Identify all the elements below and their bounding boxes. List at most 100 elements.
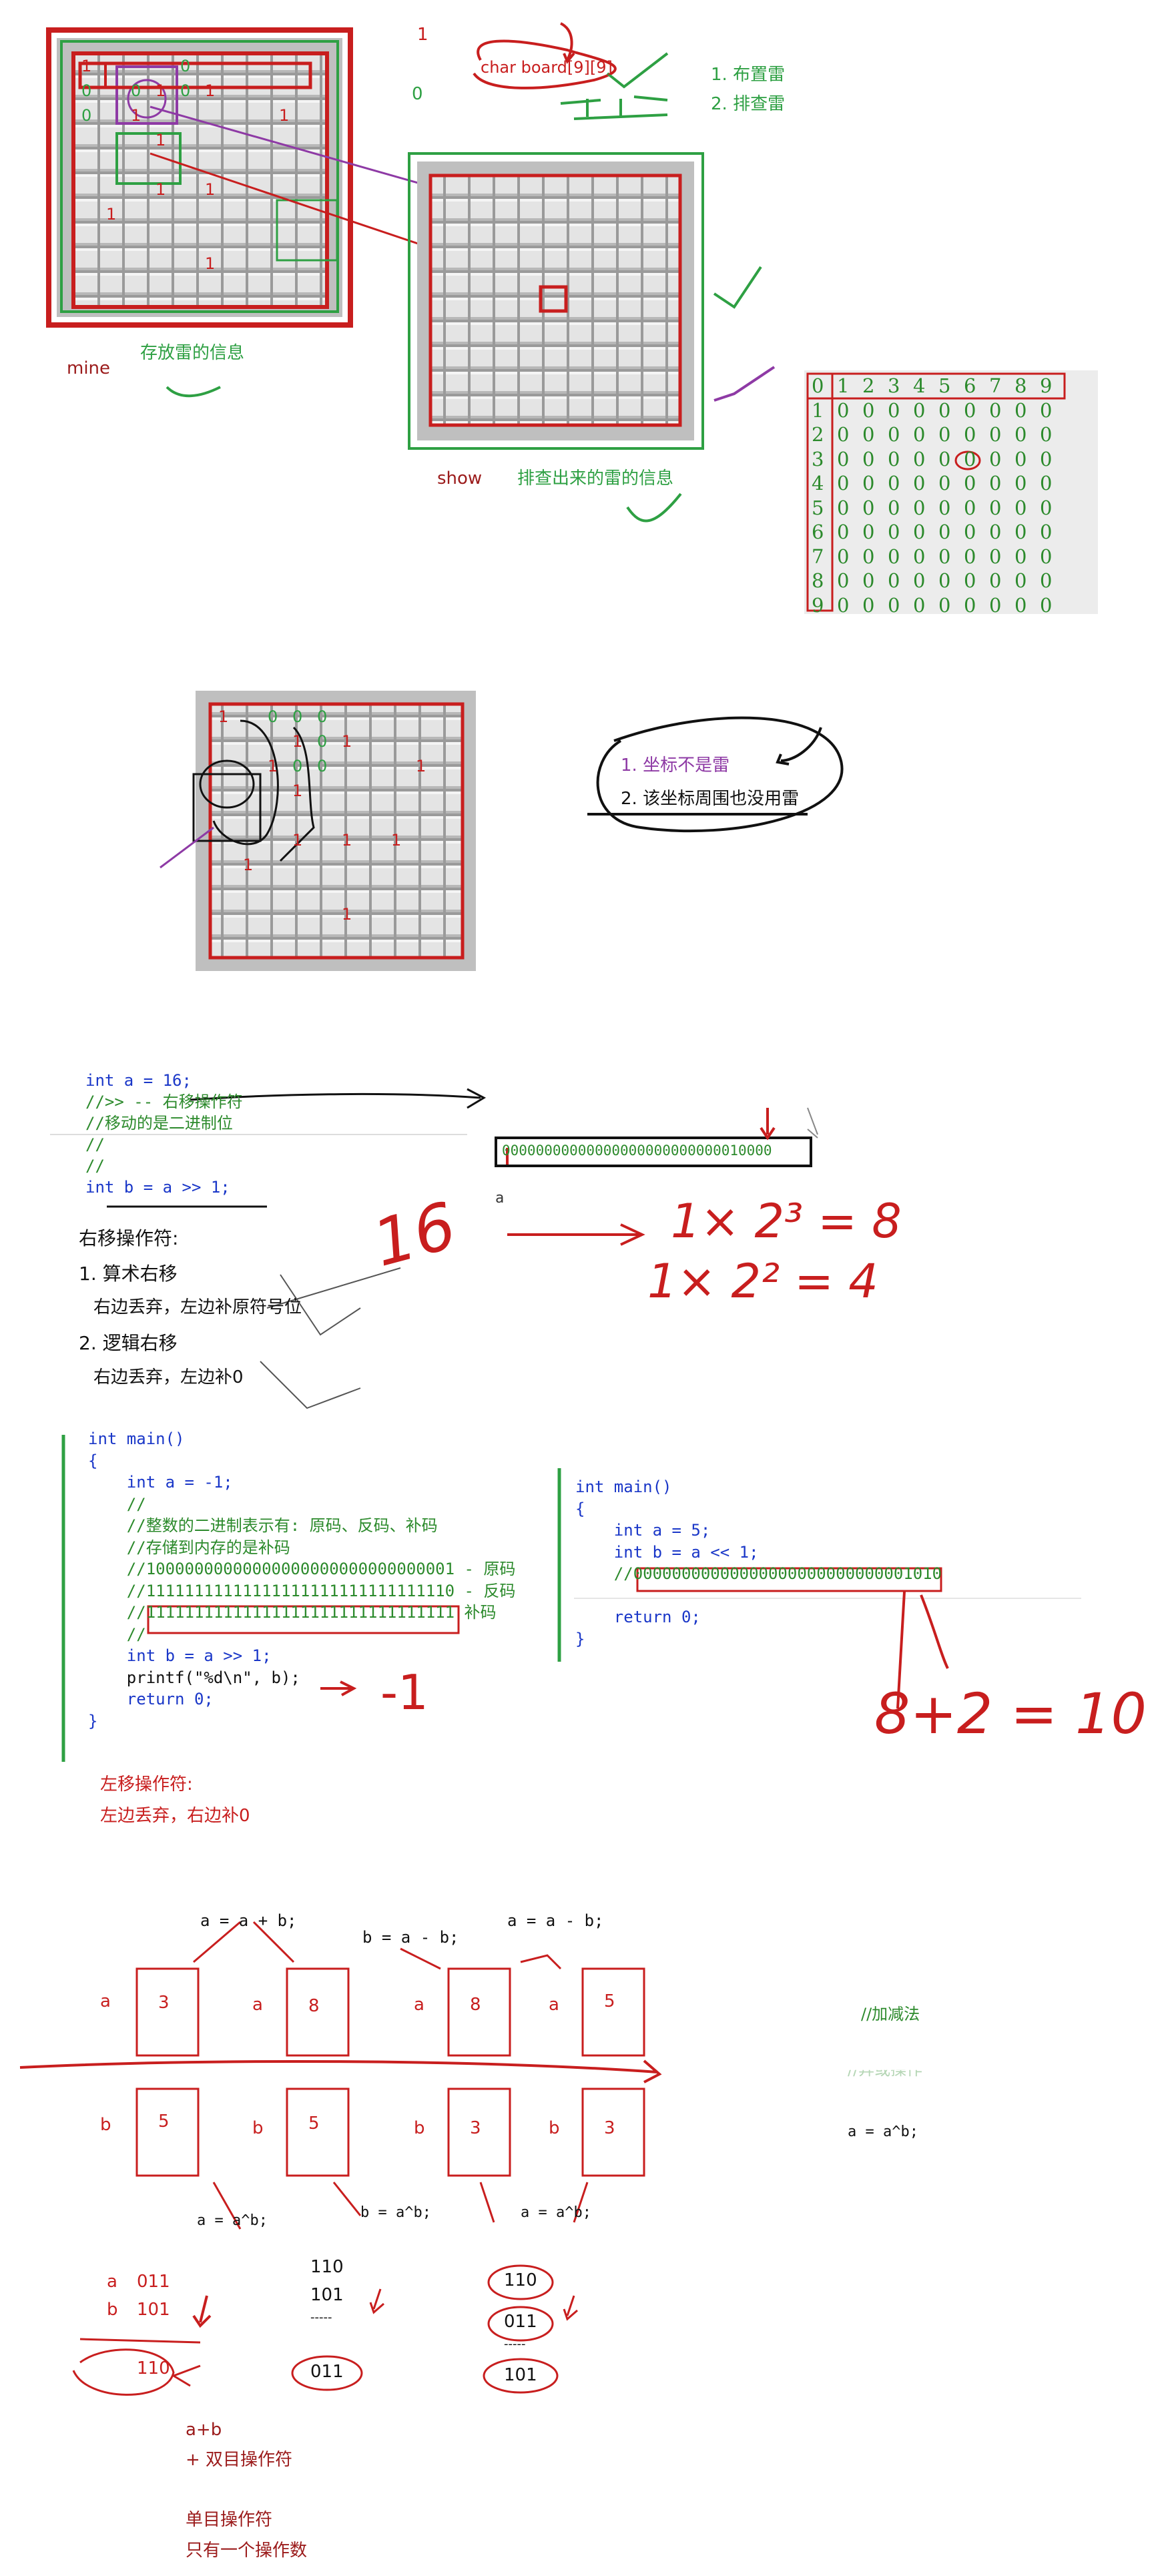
grid-cell: 0 xyxy=(837,496,850,519)
grid-header-cell: 4 xyxy=(913,374,926,397)
code-line: { xyxy=(88,1451,98,1470)
shift-code-line-4: // xyxy=(85,1135,105,1154)
board-cell-value: 1 xyxy=(218,707,229,726)
grid-header-cell: 5 xyxy=(938,374,951,397)
code-line: int main() xyxy=(88,1429,185,1448)
swap-separator-arrow xyxy=(19,2059,662,2083)
grid-cell: 0 xyxy=(913,593,926,617)
xor-circle-3a xyxy=(487,2264,554,2300)
bin-b-label: b xyxy=(107,2300,118,2320)
grid-cell: 0 xyxy=(837,569,850,592)
arrow-to-binary xyxy=(190,1088,487,1109)
swap-b-val-1: 5 xyxy=(158,2112,170,2132)
code-line: //00000000000000000000000000001010 xyxy=(575,1564,942,1583)
board-cell-value: 1 xyxy=(81,57,92,75)
grid-header-cell: 8 xyxy=(1014,374,1027,397)
board2-scribble xyxy=(212,719,279,846)
code-line: int b = a >> 1; xyxy=(88,1646,272,1665)
note-a-plus-b: a+b xyxy=(186,2420,222,2440)
grid-cell: 0 xyxy=(964,545,976,568)
bin-a-value: 011 xyxy=(137,2272,170,2292)
row-label-a-1: a xyxy=(100,1991,111,2011)
mine-desc: 存放雷的信息 xyxy=(140,343,245,363)
grid-cell: 0 xyxy=(837,545,850,568)
pencil-check-1 xyxy=(266,1267,401,1336)
grid-cell: 0 xyxy=(888,545,900,568)
grid-cell: 0 xyxy=(888,398,900,422)
grid-header-cell: 7 xyxy=(989,374,1002,397)
bin-b-value: 101 xyxy=(137,2300,170,2320)
grid-cell: 0 xyxy=(938,472,951,495)
swap-a-val-3: 8 xyxy=(470,1995,481,2015)
xor3-result: 101 xyxy=(504,2365,537,2385)
shift-code: int a = 16; //>> -- 右移操作符 //移动的是二进制位 // … xyxy=(85,1070,243,1198)
grid-header-cell: 1 xyxy=(837,374,850,397)
note-unary-op: 单目操作符 xyxy=(186,2510,273,2530)
xor-step-1: a = a^b; xyxy=(197,2212,268,2229)
binary-arrow-grey xyxy=(807,1107,818,1139)
mine-highlight-purple xyxy=(115,65,178,125)
grid-cell: 0 xyxy=(938,423,951,446)
code-line: int b = a << 1; xyxy=(575,1542,759,1562)
mine-circle xyxy=(127,79,167,119)
board-cell-value: 1 xyxy=(106,205,117,224)
grid-cell: 0 xyxy=(837,593,850,617)
hw-equation-2: 1× 2² = 4 xyxy=(647,1254,878,1309)
code-line: //11111111111111111111111111111111 补码 xyxy=(88,1603,497,1622)
board-cell-value: 1 xyxy=(292,781,303,800)
grid-cell: 0 xyxy=(837,447,850,470)
mine-green-box-2 xyxy=(276,199,338,262)
hw-result-minus-one: -1 xyxy=(380,1664,428,1720)
code-line: int a = -1; xyxy=(88,1473,233,1492)
swap-step-2: b = a - b; xyxy=(362,1928,459,1947)
logic-shift-desc: 右边丢弃，左边补0 xyxy=(93,1367,244,1387)
leftshift-box xyxy=(636,1567,942,1592)
note-binary-op: + 双目操作符 xyxy=(186,2450,293,2470)
bin-result-1: 110 xyxy=(137,2358,170,2378)
grid-cell-circle xyxy=(954,450,981,470)
board-cell-value: 1 xyxy=(205,254,216,273)
grid-cell: 0 xyxy=(913,569,926,592)
grid-cell: 0 xyxy=(964,496,976,519)
grid-cell: 0 xyxy=(888,569,900,592)
swap-bottom-arrows xyxy=(212,2182,589,2230)
grid-cell: 0 xyxy=(989,423,1002,446)
grid-cell: 0 xyxy=(989,496,1002,519)
xor3-dashes: ----- xyxy=(504,2337,526,2351)
code-line: // xyxy=(88,1494,146,1514)
grid-cell: 0 xyxy=(862,496,875,519)
xor-arrow-result xyxy=(173,2364,201,2387)
condition-not-mine: 1. 坐标不是雷 xyxy=(621,755,730,775)
grid-cell: 0 xyxy=(1040,593,1053,617)
code-arrow xyxy=(559,22,575,64)
grid-cell: 0 xyxy=(837,398,850,422)
board-cell-value: 0 xyxy=(180,81,191,100)
binary-a-label: a xyxy=(495,1190,505,1207)
show-desc: 排查出来的雷的信息 xyxy=(517,468,674,489)
row-label-b-1: b xyxy=(100,2115,111,2135)
grid-cell: 0 xyxy=(837,423,850,446)
shift-code-line-6: int b = a >> 1; xyxy=(85,1178,230,1197)
board-cell-value: 1 xyxy=(156,180,166,199)
board2-purple-line xyxy=(160,826,214,869)
checkmark-1 xyxy=(606,52,669,89)
grid-cell: 0 xyxy=(1040,569,1053,592)
board-cell-value: 1 xyxy=(416,757,426,775)
xor2-dashes: ----- xyxy=(310,2310,332,2324)
grid-cell: 6 xyxy=(812,521,824,543)
grid-cell: 0 xyxy=(1040,521,1053,543)
grid-cell: 8 xyxy=(812,569,824,592)
xor2-result: 011 xyxy=(310,2362,344,2382)
grid-cell: 0 xyxy=(888,521,900,543)
mine-squiggle xyxy=(166,386,221,398)
grid-cell: 0 xyxy=(938,593,951,617)
grid-cell: 4 xyxy=(812,472,824,495)
label-one: 1 xyxy=(417,25,428,45)
grid-cell: 0 xyxy=(1014,496,1027,519)
shift-code-line-3: //移动的是二进制位 xyxy=(85,1114,233,1133)
board-cell-value: 0 xyxy=(180,57,191,75)
grid-cell: 0 xyxy=(938,545,951,568)
grid-cell: 0 xyxy=(913,398,926,422)
